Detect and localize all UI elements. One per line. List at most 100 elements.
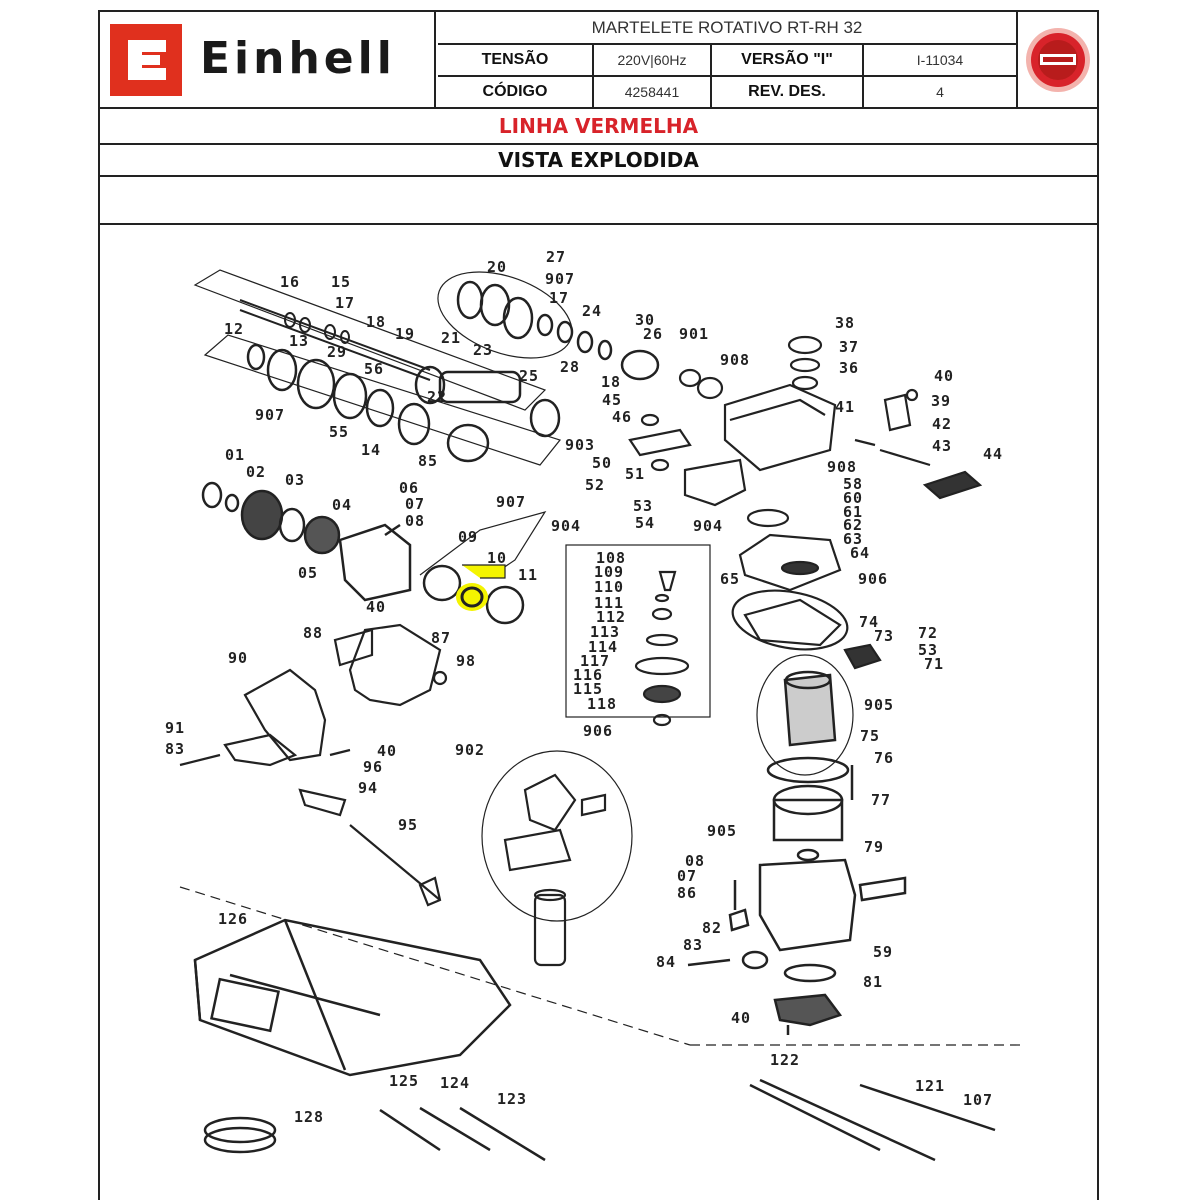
- part-label: 98: [456, 652, 476, 670]
- part-label: 20: [487, 258, 507, 276]
- part-label: 26: [643, 325, 663, 343]
- part-callouts: 16 15 17 18 19 12 13 29 56 21 23 907 55 …: [165, 248, 1002, 1126]
- brand-name: Einhell: [200, 33, 396, 84]
- part-label: 30: [635, 311, 655, 329]
- part-label: 55: [329, 423, 349, 441]
- codigo-label: CÓDIGO: [438, 77, 594, 109]
- part-label: 906: [858, 570, 888, 588]
- part-label: 123: [497, 1090, 527, 1108]
- part-label: 117: [580, 652, 610, 670]
- part-label: 50: [592, 454, 612, 472]
- part-label: 19: [395, 325, 415, 343]
- part-label: 118: [587, 695, 617, 713]
- line-label: LINHA VERMELHA: [100, 109, 1097, 145]
- part-label: 96: [363, 758, 383, 776]
- part-label: 53: [633, 497, 653, 515]
- part-label: 114: [588, 638, 618, 656]
- part-label: 90: [228, 649, 248, 667]
- rev-label: REV. DES.: [712, 77, 864, 109]
- product-title: MARTELETE ROTATIVO RT-RH 32: [438, 12, 1016, 45]
- part-label: 107: [963, 1091, 993, 1109]
- view-label: VISTA EXPLODIDA: [100, 145, 1097, 177]
- part-label: 29: [327, 343, 347, 361]
- part-label: 38: [835, 314, 855, 332]
- part-label: 115: [573, 680, 603, 698]
- part-label: 907: [496, 493, 526, 511]
- part-label: 45: [602, 391, 622, 409]
- part-label: 15: [331, 273, 351, 291]
- part-label: 76: [874, 749, 894, 767]
- part-label: 905: [864, 696, 894, 714]
- part-label: 87: [431, 629, 451, 647]
- part-label: 54: [635, 514, 655, 532]
- spec-row-2: CÓDIGO 4258441 REV. DES. 4: [438, 77, 1016, 109]
- part-label: 52: [585, 476, 605, 494]
- exploded-view-artwork: [179, 269, 1025, 1162]
- part-label: 77: [871, 791, 891, 809]
- part-label: 23: [473, 341, 493, 359]
- part-label: 128: [294, 1108, 324, 1126]
- part-label: 14: [361, 441, 381, 459]
- part-label: 58: [843, 475, 863, 493]
- part-label: 82: [702, 919, 722, 937]
- part-label: 95: [398, 816, 418, 834]
- part-label: 907: [545, 270, 575, 288]
- part-label: 126: [218, 910, 248, 928]
- part-label: 905: [707, 822, 737, 840]
- part-label: 46: [612, 408, 632, 426]
- part-label: 906: [583, 722, 613, 740]
- part-label: 79: [864, 838, 884, 856]
- part-label: 22: [427, 388, 447, 406]
- part-label: 904: [693, 517, 723, 535]
- blank-row: [100, 177, 1097, 225]
- part-label: 94: [358, 779, 378, 797]
- part-label: 83: [165, 740, 185, 758]
- part-label: 04: [332, 496, 352, 514]
- part-label: 07: [677, 867, 697, 885]
- part-label: 60: [843, 489, 863, 507]
- part-label: 17: [335, 294, 355, 312]
- part-label: 108: [596, 549, 626, 567]
- part-label: 109: [594, 563, 624, 581]
- part-label: 27: [546, 248, 566, 266]
- part-label: 18: [601, 373, 621, 391]
- part-label: 908: [827, 458, 857, 476]
- versao-value: I-11034: [916, 52, 964, 68]
- part-label: 902: [455, 741, 485, 759]
- einhell-seal-icon: [1026, 28, 1090, 92]
- part-label: 116: [573, 666, 603, 684]
- part-label: 28: [560, 358, 580, 376]
- part-label: 08: [405, 512, 425, 530]
- part-label: 59: [873, 943, 893, 961]
- part-label: 121: [915, 1077, 945, 1095]
- part-label: 51: [625, 465, 645, 483]
- part-label: 63: [843, 530, 863, 548]
- versao-label: VERSÃO "I": [712, 45, 864, 75]
- header-table: Einhell MARTELETE ROTATIVO RT-RH 32 TENS…: [100, 12, 1097, 109]
- part-label: 10: [487, 549, 507, 567]
- part-label: 13: [289, 332, 309, 350]
- part-label: 39: [931, 392, 951, 410]
- part-label: 71: [924, 655, 944, 673]
- part-label: 41: [835, 398, 855, 416]
- part-label: 09: [458, 528, 478, 546]
- part-label: 112: [596, 608, 626, 626]
- part-label: 17: [549, 289, 569, 307]
- part-label: 53: [918, 641, 938, 659]
- part-label: 73: [874, 627, 894, 645]
- part-label: 18: [366, 313, 386, 331]
- einhell-logo-mark-icon: [110, 24, 182, 96]
- part-label: 113: [590, 623, 620, 641]
- part-label: 37: [839, 338, 859, 356]
- part-label: 81: [863, 973, 883, 991]
- part-label: 24: [582, 302, 602, 320]
- tensao-label: TENSÃO: [438, 45, 594, 75]
- codigo-value: 4258441: [594, 77, 712, 109]
- part-label: 12: [224, 320, 244, 338]
- part-label: 110: [594, 578, 624, 596]
- part-label: 03: [285, 471, 305, 489]
- part-label: 40: [366, 598, 386, 616]
- part-label: 903: [565, 436, 595, 454]
- part-label: 124: [440, 1074, 470, 1092]
